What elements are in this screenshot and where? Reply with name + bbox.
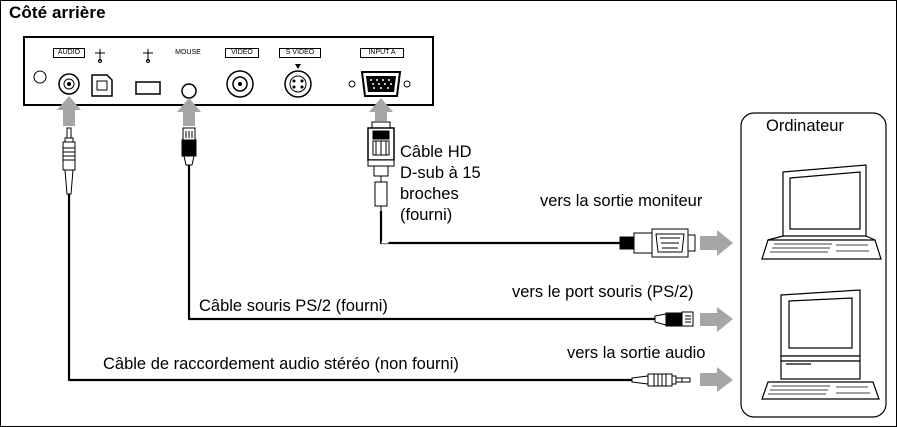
usb-a-port-icon bbox=[135, 81, 161, 95]
hd15-plug-icon bbox=[367, 121, 395, 211]
mouse-cable-label: Câble souris PS/2 (fourni) bbox=[199, 297, 388, 315]
audio-panel-label: AUDIO bbox=[53, 48, 85, 58]
svideo-panel-label: S VIDEO bbox=[279, 48, 321, 58]
audio-end-plug-icon bbox=[631, 373, 691, 387]
inputa-panel-label: INPUT A bbox=[360, 48, 404, 58]
laptop-icon bbox=[761, 164, 882, 260]
usb-b-port-icon bbox=[91, 74, 113, 97]
audio-cable-label: Câble de raccordement audio stéréo (non … bbox=[103, 355, 459, 373]
monitor-output-label: vers la sortie moniteur bbox=[540, 192, 703, 210]
computer-label: Ordinateur bbox=[766, 117, 844, 135]
input-a-port-icon bbox=[348, 71, 411, 97]
mouse-port-label: vers le port souris (PS/2) bbox=[512, 283, 694, 301]
mouse-port-icon bbox=[181, 83, 197, 99]
usb-symbol-icon bbox=[95, 49, 153, 63]
hd-cable-label-line1: Câble HD bbox=[400, 143, 472, 161]
audio-jack-icon bbox=[58, 73, 80, 95]
ps2-end-plug-icon bbox=[654, 311, 694, 327]
audio-up-arrow bbox=[57, 96, 81, 126]
video-port-icon bbox=[226, 70, 254, 98]
audio-output-label: vers la sortie audio bbox=[567, 344, 706, 362]
diagram-title: Côté arrière bbox=[9, 3, 106, 22]
hd15-monitor-plug-icon bbox=[619, 228, 696, 258]
mouse-port-arrow bbox=[700, 307, 733, 332]
vga-up-arrow bbox=[369, 98, 393, 121]
audio-out-arrow bbox=[700, 367, 733, 392]
hd-cable-label-line4: (fourni) bbox=[400, 206, 453, 224]
hd-cable-label-line2: D-sub à 15 bbox=[400, 164, 481, 182]
mouse-up-arrow bbox=[177, 98, 201, 126]
video-panel-label: VIDEO bbox=[225, 48, 259, 58]
monitor-arrow bbox=[700, 230, 733, 256]
cable-lines bbox=[67, 165, 655, 382]
mouse-panel-label: MOUSE bbox=[175, 49, 201, 56]
audio-plug-icon bbox=[62, 127, 76, 195]
ps2-plug-icon bbox=[181, 127, 197, 166]
s-video-port-icon bbox=[284, 64, 312, 98]
connection-arrows bbox=[57, 96, 733, 392]
hd-cable-label-line3: broches bbox=[400, 185, 459, 203]
desktop-computer-icon bbox=[761, 289, 880, 400]
